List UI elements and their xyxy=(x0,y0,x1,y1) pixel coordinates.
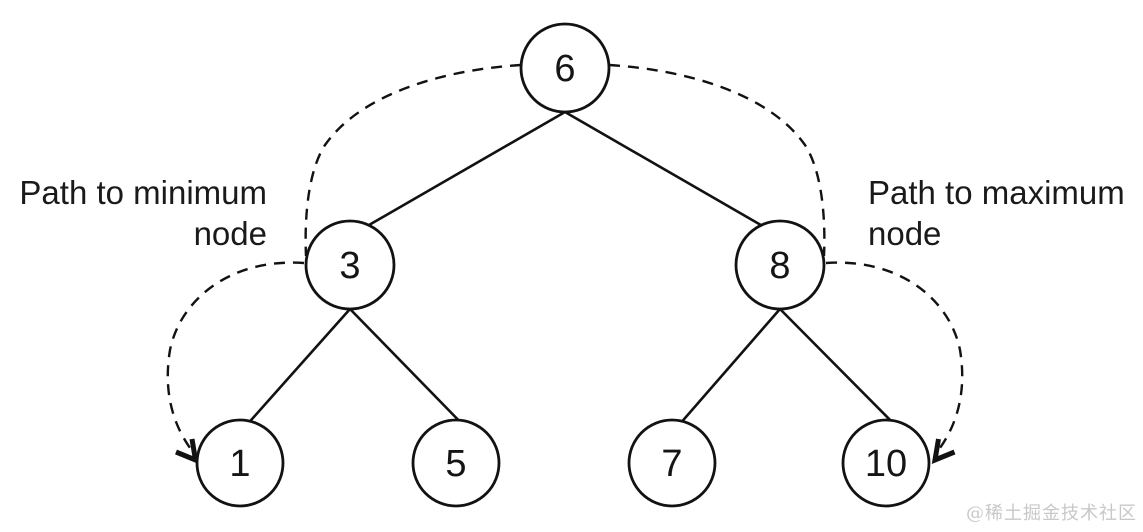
node-value-6: 6 xyxy=(554,48,575,90)
tree-node-values: 6 3 8 1 5 7 10 xyxy=(229,48,907,485)
max-path-label: Path to maximum node xyxy=(868,172,1125,254)
tree-edge-6-3 xyxy=(349,110,566,238)
max-path-label-line2: node xyxy=(868,215,942,252)
max-path-label-line1: Path to maximum xyxy=(868,174,1125,211)
max-path-arrowhead-icon xyxy=(931,438,956,465)
node-value-7: 7 xyxy=(661,443,682,485)
max-path-curve-8-to-10 xyxy=(825,261,964,453)
node-value-5: 5 xyxy=(445,443,466,485)
tree-edge-3-5 xyxy=(349,308,472,434)
tree-edge-8-7 xyxy=(671,308,781,434)
traversal-paths xyxy=(166,63,964,465)
min-path-label-line2: node xyxy=(193,215,267,252)
node-circle-10 xyxy=(841,418,931,508)
tree-nodes xyxy=(195,22,931,508)
node-circle-5 xyxy=(411,418,501,508)
min-path-label: Path to minimum node xyxy=(0,172,267,254)
tree-edge-3-1 xyxy=(235,308,351,438)
watermark: @稀土掘金技术社区 xyxy=(966,503,1137,524)
node-circle-8 xyxy=(734,219,826,311)
node-value-1: 1 xyxy=(229,443,250,485)
min-path-label-line1: Path to minimum xyxy=(19,174,267,211)
node-circle-3 xyxy=(304,219,396,311)
node-value-10: 10 xyxy=(865,443,907,485)
node-circle-7 xyxy=(627,418,717,508)
node-value-3: 3 xyxy=(339,245,360,287)
tree-edge-6-8 xyxy=(564,110,781,238)
node-value-8: 8 xyxy=(769,245,790,287)
min-path-curve-3-to-1 xyxy=(166,261,305,453)
tree-edge-8-10 xyxy=(779,308,903,433)
tree-edges xyxy=(235,110,903,438)
min-path-arrowhead-icon xyxy=(175,438,199,465)
node-circle-1 xyxy=(195,418,285,508)
node-circle-6 xyxy=(519,22,611,114)
max-path-curve-6-to-8 xyxy=(608,63,826,257)
min-path-curve-6-to-3 xyxy=(304,63,522,257)
